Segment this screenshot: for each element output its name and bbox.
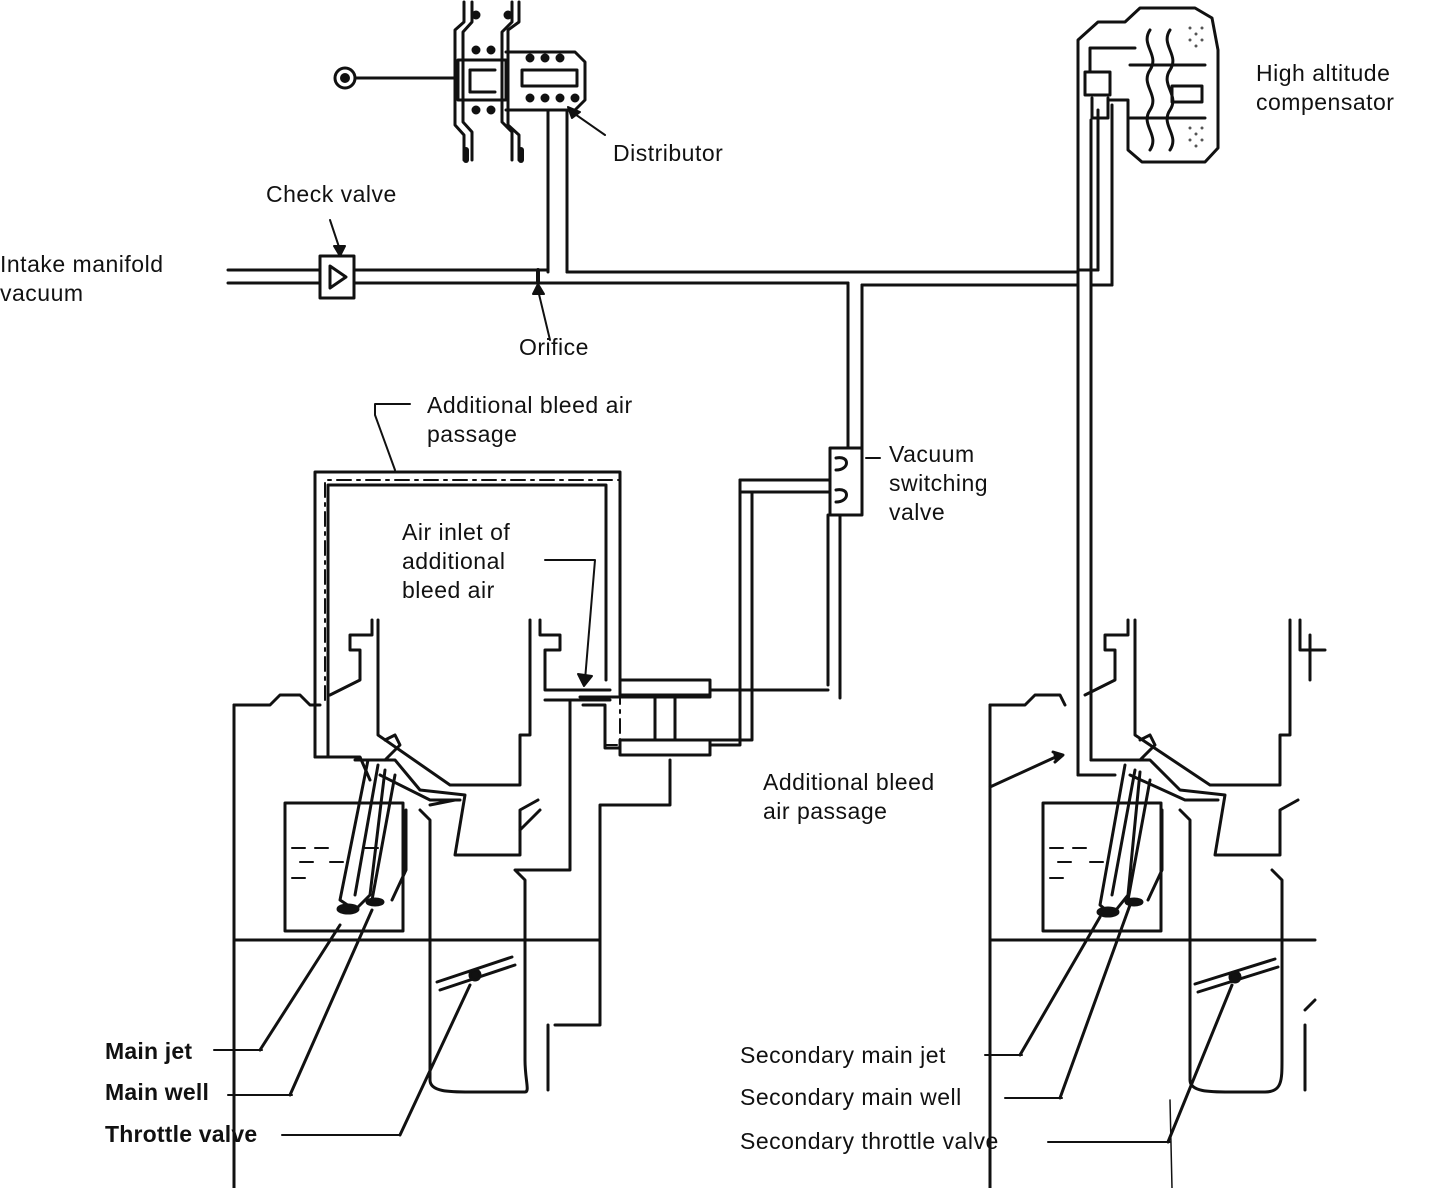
distributor-label: Distributor [613,140,724,166]
secondary-main-well-label: Secondary main well [740,1084,962,1110]
additional-bleed-air-passage-right-label: Additional bleed air passage [763,769,935,824]
orifice-label: Orifice [519,334,589,360]
vacuum-line [226,254,1114,450]
distributor-unit [333,0,587,274]
air-inlet-label: Air inlet of additional bleed air [402,519,511,603]
intake-manifold-vacuum-label: Intake manifold vacuum [0,251,164,306]
check-valve-label: Check valve [266,181,397,207]
throttle-valve-label: Throttle valve [105,1121,258,1147]
main-jet-label: Main jet [105,1038,193,1064]
secondary-main-jet-label: Secondary main jet [740,1042,946,1068]
vacuum-switching-valve-label: Vacuum switching valve [889,441,989,525]
main-well-label: Main well [105,1079,210,1105]
primary-carburetor [232,470,830,1188]
vacuum-switching-valve-unit [738,446,864,700]
high-altitude-compensator-label: High altitude compensator [1256,60,1395,115]
secondary-carburetor [988,618,1327,1188]
high-altitude-compensator-unit [1076,6,1220,777]
additional-bleed-air-passage-label: Additional bleed air passage [427,392,633,447]
label-leaders [213,106,1173,1188]
secondary-throttle-valve-label: Secondary throttle valve [740,1128,999,1154]
